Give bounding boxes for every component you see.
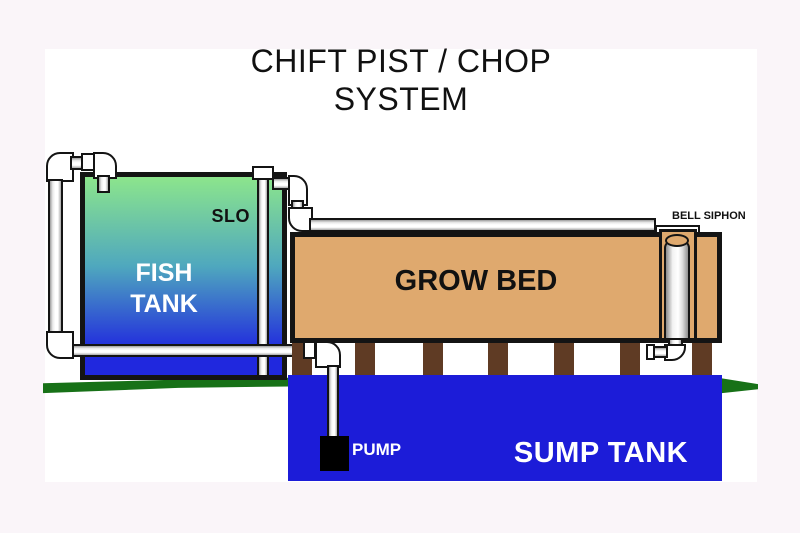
riser-vertical-pipe: [48, 179, 63, 335]
bell-siphon-label: BELL SIPHON: [672, 210, 746, 222]
fish-tank-label-line2: TANK: [130, 290, 198, 318]
diagram-title: CHIFT PIST / CHOP SYSTEM: [45, 42, 757, 118]
pump: [320, 436, 349, 471]
title-line-1: CHIFT PIST / CHOP: [250, 43, 552, 79]
sump-tank-label: SUMP TANK: [513, 437, 689, 469]
pump-riser-pipe: [327, 365, 339, 438]
grow-bed-leg: [423, 341, 443, 377]
pump-label: PUMP: [352, 440, 402, 459]
fish-tank-inlet-stub: [97, 175, 110, 193]
sump-tank: [288, 375, 722, 481]
pump-return-pipe-horizontal: [69, 344, 319, 357]
pump-elbow: [315, 341, 341, 368]
grow-bed-leg: [554, 341, 574, 377]
title-line-2: SYSTEM: [333, 81, 469, 117]
grow-bed-leg: [488, 341, 508, 377]
grow-bed-leg: [692, 341, 712, 377]
slo-exit-elbow-right: [288, 207, 313, 232]
bell-siphon-drain-coupling: [646, 344, 655, 360]
slo-label: SLO: [211, 206, 250, 226]
grow-bed-leg: [620, 341, 640, 377]
grow-bed-leg: [355, 341, 375, 377]
grow-bed-feed-pipe: [309, 218, 656, 232]
bell-siphon-bell: [664, 240, 690, 340]
fish-tank-label-line1: FISH: [135, 259, 193, 287]
slo-standpipe-collar: [252, 166, 274, 180]
bell-siphon-cap: [665, 234, 689, 247]
grow-bed: [290, 232, 722, 343]
riser-bottom-elbow: [46, 331, 74, 359]
grow-bed-label: GROW BED: [394, 265, 558, 297]
fish-tank-label: FISH TANK: [80, 258, 248, 320]
